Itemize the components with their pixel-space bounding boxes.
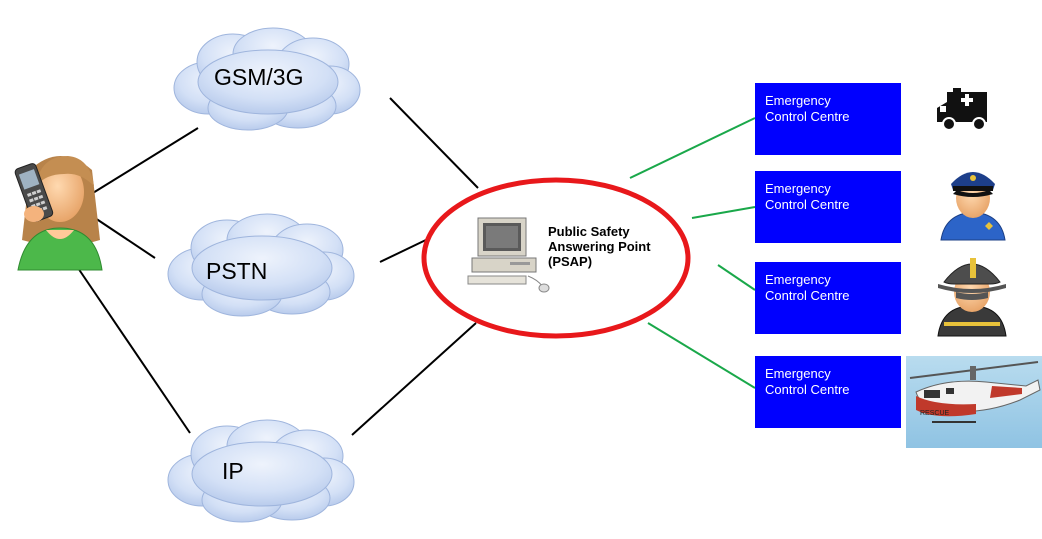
cloud-ip	[167, 419, 355, 523]
police-officer-icon	[940, 172, 1006, 241]
rescue-helicopter-icon: RESCUE	[906, 356, 1042, 448]
link-psap-centre-2	[691, 206, 756, 219]
control-centre-label-1: Emergency	[765, 93, 831, 108]
control-centre-box: Emergency Control Centre	[755, 83, 901, 155]
cloud-label-pstn: PSTN	[206, 258, 268, 284]
control-centre-label-2: Control Centre	[765, 288, 850, 303]
link-ip-psap	[351, 322, 477, 436]
link-gsm-psap	[389, 97, 479, 189]
control-centre-box: Emergency Control Centre	[755, 171, 901, 243]
control-centre-label-2: Control Centre	[765, 197, 850, 212]
control-centre-box: Emergency Control Centre	[755, 262, 901, 334]
control-centre-label-2: Control Centre	[765, 382, 850, 397]
control-centre-label-2: Control Centre	[765, 109, 850, 124]
cloud-label-ip: IP	[222, 458, 244, 484]
psap-label-line-3: (PSAP)	[548, 254, 593, 269]
centre-links	[629, 117, 756, 389]
link-caller-pstn	[94, 217, 156, 259]
helicopter-marking: RESCUE	[920, 410, 950, 417]
control-centre-label-1: Emergency	[765, 181, 831, 196]
psap-label-line-2: Answering Point	[548, 239, 651, 254]
control-centre-box: Emergency Control Centre	[755, 356, 901, 428]
caller-icon	[14, 156, 103, 271]
link-caller-gsm	[87, 127, 199, 197]
caller-links	[77, 97, 479, 436]
cloud-label-gsm: GSM/3G	[214, 64, 304, 90]
computer-icon	[467, 217, 550, 293]
link-psap-centre-4	[647, 322, 756, 389]
control-centre-label-1: Emergency	[765, 272, 831, 287]
control-centre-label-1: Emergency	[765, 366, 831, 381]
link-psap-centre-3	[717, 264, 756, 291]
ambulance-icon	[937, 88, 987, 131]
psap-label-line-1: Public Safety	[548, 224, 630, 239]
link-psap-centre-1	[629, 117, 756, 179]
link-caller-ip	[77, 267, 191, 434]
firefighter-icon	[937, 258, 1007, 337]
psap-label: Public Safety Answering Point (PSAP)	[548, 224, 651, 269]
link-pstn-psap	[379, 237, 431, 263]
